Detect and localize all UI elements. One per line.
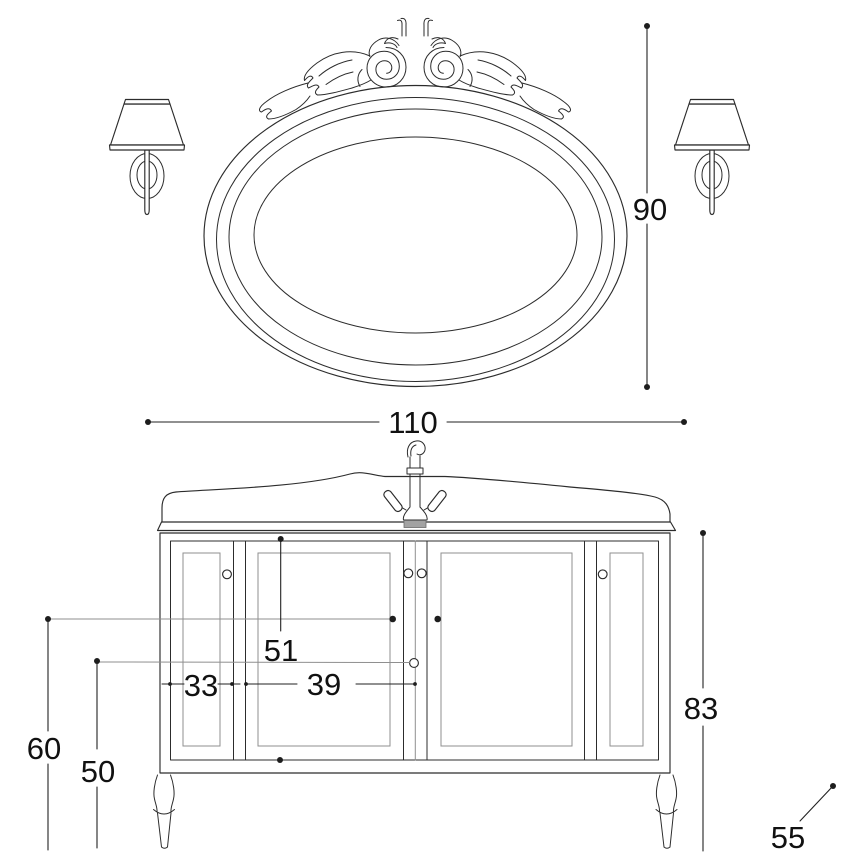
- faucet-bell-base: [402, 506, 428, 521]
- dimension-height-50: 50: [81, 658, 410, 849]
- door-panel-far-right: [609, 552, 644, 747]
- mirror-glass-ellipse: [253, 136, 578, 334]
- countertop-slab: [156, 521, 677, 532]
- faucet-spout-hook: [406, 440, 426, 458]
- dimension-door-width-33: 33: [161, 668, 241, 703]
- faucet-collar: [406, 467, 424, 475]
- door-knob-left: [222, 569, 232, 580]
- dimension-height-60-label: 60: [27, 731, 61, 766]
- dimension-inner-height-51: 51: [264, 536, 298, 763]
- cabinet-leg-right: [655, 774, 678, 849]
- cabinet-leg-left: [153, 774, 175, 849]
- stile-right: [584, 540, 597, 761]
- dimension-cabinet-height: 83: [684, 530, 718, 852]
- keyhole-circle: [409, 658, 419, 668]
- dimension-depth-label: 55: [771, 820, 805, 855]
- faucet-spout-hook-inner: [410, 444, 417, 457]
- dimension-door-width-39-label: 39: [307, 667, 341, 702]
- dimension-height-50-label: 50: [81, 754, 115, 789]
- vanity-cabinet: [159, 532, 671, 774]
- door-panel-center-left: [257, 552, 391, 747]
- dimension-overall-width: 110: [145, 405, 687, 440]
- dimension-mirror-height: 90: [633, 23, 667, 390]
- dimension-door-width-33-label: 33: [184, 668, 218, 703]
- dimension-height-60: 60: [27, 615, 397, 851]
- door-panel-far-left: [182, 552, 221, 747]
- faucet-body: [409, 473, 421, 508]
- backsplash-profile: [161, 472, 671, 523]
- mirror-middle-ellipse-2: [228, 108, 603, 366]
- dimension-inner-height-51-label: 51: [264, 633, 298, 668]
- sconce-shade-top-rim: [123, 98, 171, 105]
- faucet-handle-right: [427, 489, 447, 513]
- door-knob-center-right: [416, 568, 427, 579]
- faucet-handle-left: [383, 489, 403, 513]
- wall-sconce-left: [108, 98, 186, 216]
- faucet: [383, 440, 447, 528]
- sconce-stem: [144, 149, 150, 216]
- cabinet-outer-frame: [159, 532, 671, 774]
- door-knob-center-left: [403, 568, 414, 579]
- wall-sconce-right: [673, 98, 751, 216]
- stile-center: [403, 540, 428, 761]
- mirror-outer-ellipse: [203, 84, 628, 388]
- countertop: [156, 472, 677, 532]
- mirror-middle-ellipse-1: [216, 97, 615, 382]
- dimension-depth: 55: [771, 783, 836, 855]
- sconce-shade-bottom-rim: [108, 144, 186, 151]
- cabinet-inner-frame: [170, 540, 659, 761]
- faucet-neck: [409, 455, 421, 469]
- dimension-door-width-39: 39: [244, 667, 417, 702]
- sconce-shade-body: [109, 103, 185, 146]
- reference-dot-right: [434, 615, 442, 623]
- mirror-crest-ornament: [258, 17, 572, 120]
- oval-mirror-frame: [203, 84, 628, 388]
- door-panel-center-right: [440, 552, 573, 747]
- dimension-cabinet-height-label: 83: [684, 691, 718, 726]
- faucet-base-plate: [403, 520, 427, 528]
- dimension-overall-width-label: 110: [388, 405, 437, 440]
- stile-left: [233, 540, 246, 761]
- dimension-mirror-height-label: 90: [633, 192, 667, 227]
- door-knob-right: [597, 569, 608, 580]
